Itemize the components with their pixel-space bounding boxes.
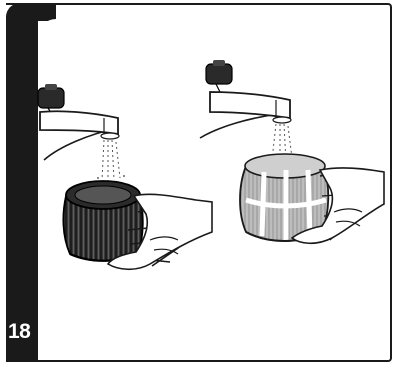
right-rinse-scene bbox=[200, 60, 384, 243]
faucet-icon bbox=[38, 84, 119, 139]
left-rinse-scene bbox=[38, 84, 212, 269]
faucet-icon bbox=[206, 60, 291, 123]
water-stream bbox=[102, 140, 120, 182]
